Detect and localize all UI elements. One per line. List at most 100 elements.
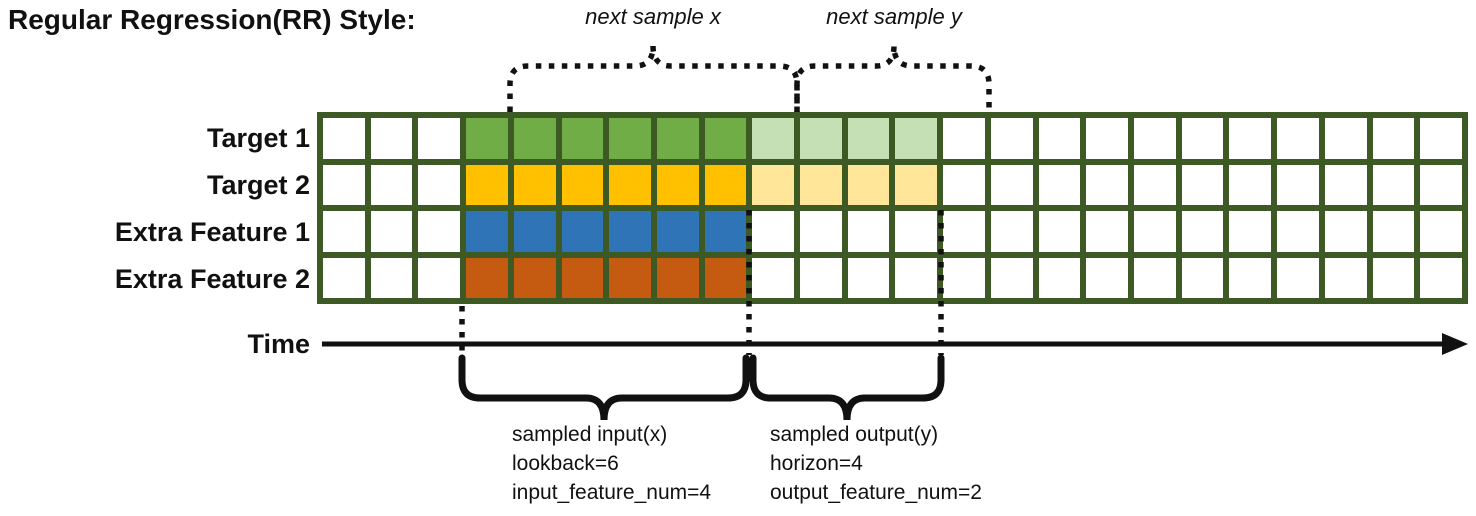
grid-cell bbox=[704, 118, 747, 159]
grid-cell bbox=[1372, 257, 1415, 298]
grid-cell bbox=[609, 118, 651, 159]
next-sample-y-label: next sample y bbox=[826, 4, 962, 29]
sampled-output-line: sampled output(y) bbox=[770, 423, 939, 446]
grid-cell bbox=[323, 257, 365, 298]
grid-cell bbox=[513, 257, 556, 298]
grid-cell bbox=[1229, 257, 1272, 298]
grid-cell bbox=[1134, 257, 1176, 298]
grid-cell bbox=[418, 118, 461, 159]
grid-cell bbox=[1181, 164, 1224, 205]
grid-cell bbox=[1038, 164, 1081, 205]
grid-cell bbox=[800, 164, 842, 205]
next-sample-y-brace bbox=[794, 45, 992, 112]
grid-cell bbox=[1038, 211, 1081, 252]
grid-cell bbox=[895, 257, 938, 298]
grid-cell bbox=[704, 257, 747, 298]
grid-cell bbox=[513, 164, 556, 205]
grid-cell bbox=[990, 211, 1033, 252]
grid-cell bbox=[895, 164, 938, 205]
grid-cell bbox=[704, 211, 747, 252]
grid-cell bbox=[418, 164, 461, 205]
grid-cell bbox=[800, 118, 842, 159]
grid-cell bbox=[561, 118, 604, 159]
grid-cell bbox=[1038, 118, 1081, 159]
grid-cell bbox=[1324, 257, 1367, 298]
grid-cell bbox=[847, 211, 890, 252]
grid-cell bbox=[656, 257, 699, 298]
grid-cell bbox=[466, 257, 508, 298]
grid-cell bbox=[800, 211, 842, 252]
row-label-extra-feature-1: Extra Feature 1 bbox=[114, 217, 310, 247]
grid-cell bbox=[418, 211, 461, 252]
grid-cell bbox=[1134, 211, 1176, 252]
grid-cell bbox=[1372, 211, 1415, 252]
grid-cell bbox=[656, 164, 699, 205]
grid-cell bbox=[370, 118, 413, 159]
grid-cell bbox=[895, 211, 938, 252]
grid-cell bbox=[752, 118, 795, 159]
grid-cell bbox=[1086, 164, 1129, 205]
grid-cell bbox=[1277, 164, 1319, 205]
grid-cell bbox=[466, 164, 508, 205]
sampled-output-brace bbox=[749, 354, 945, 421]
grid-cell bbox=[1420, 164, 1462, 205]
grid-cell bbox=[1086, 118, 1129, 159]
grid-cell bbox=[752, 164, 795, 205]
sampled-input-brace bbox=[458, 354, 750, 421]
grid-cell bbox=[370, 257, 413, 298]
lookback-line: lookback=6 bbox=[512, 452, 619, 475]
grid-cell bbox=[1181, 118, 1224, 159]
grid-cell bbox=[1086, 257, 1129, 298]
grid-cell bbox=[943, 257, 985, 298]
grid-cell bbox=[466, 211, 508, 252]
input-feature-num-line: input_feature_num=4 bbox=[512, 481, 712, 504]
grid-cell bbox=[704, 164, 747, 205]
grid-cell bbox=[656, 118, 699, 159]
grid-cell bbox=[752, 257, 795, 298]
grid-cell bbox=[990, 118, 1033, 159]
grid-cell bbox=[323, 118, 365, 159]
grid-cell bbox=[1420, 118, 1462, 159]
grid-cell bbox=[466, 118, 508, 159]
grid-cell bbox=[609, 211, 651, 252]
grid-cell bbox=[513, 118, 556, 159]
grid-cell bbox=[1372, 118, 1415, 159]
grid-cell bbox=[323, 211, 365, 252]
grid-cell bbox=[609, 257, 651, 298]
grid-cell bbox=[1277, 118, 1319, 159]
grid-cell bbox=[323, 164, 365, 205]
grid-cell bbox=[990, 164, 1033, 205]
sampled-input-line: sampled input(x) bbox=[512, 423, 668, 446]
grid-cell bbox=[1086, 211, 1129, 252]
grid-cell bbox=[943, 164, 985, 205]
output-feature-num-line: output_feature_num=2 bbox=[770, 481, 982, 504]
grid-cell bbox=[847, 118, 890, 159]
grid-cell bbox=[656, 211, 699, 252]
grid-cell bbox=[1420, 211, 1462, 252]
grid-cell bbox=[1181, 211, 1224, 252]
sample-grid bbox=[317, 112, 1468, 304]
grid-cell bbox=[943, 118, 985, 159]
next-sample-x-brace bbox=[507, 45, 800, 112]
grid-cell bbox=[370, 164, 413, 205]
grid-cell bbox=[1324, 164, 1367, 205]
grid-cell bbox=[800, 257, 842, 298]
grid-cell bbox=[1277, 211, 1319, 252]
next-sample-x-label: next sample x bbox=[585, 4, 721, 29]
sampled-output-caption: sampled output(y) horizon=4 output_featu… bbox=[770, 420, 982, 507]
row-label-target-1: Target 1 bbox=[206, 123, 310, 153]
grid-cell bbox=[1324, 118, 1367, 159]
grid-cell bbox=[847, 164, 890, 205]
grid-cell bbox=[1229, 164, 1272, 205]
grid-cell bbox=[943, 211, 985, 252]
grid-cell bbox=[752, 211, 795, 252]
grid-cell bbox=[990, 257, 1033, 298]
grid-cell bbox=[1181, 257, 1224, 298]
row-label-target-2: Target 2 bbox=[206, 170, 310, 200]
time-axis-label: Time bbox=[247, 329, 310, 359]
row-label-extra-feature-2: Extra Feature 2 bbox=[114, 264, 310, 294]
grid-cell bbox=[1277, 257, 1319, 298]
grid-cell bbox=[561, 164, 604, 205]
grid-cell bbox=[1038, 257, 1081, 298]
